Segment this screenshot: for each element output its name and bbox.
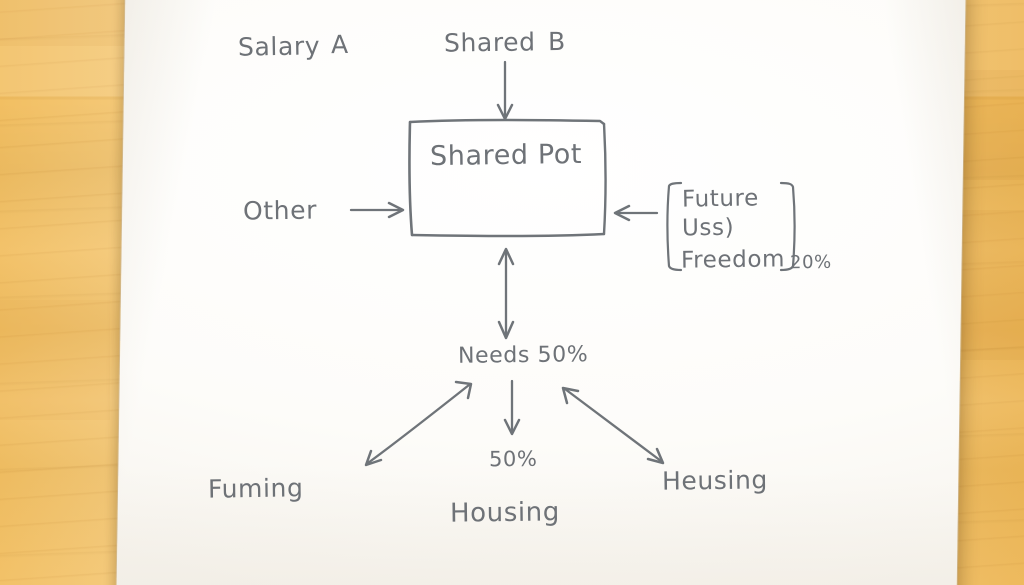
shared-pot-box: [408, 118, 607, 238]
bracket-group-brackets: [666, 181, 796, 272]
arrow-needs-to-fuming: [364, 380, 473, 467]
arrow-needs-to-housing: [503, 379, 521, 436]
wood-plank-seam: [0, 0, 130, 46]
wood-plank-seam: [0, 300, 110, 420]
arrow-pot-to-needs: [497, 247, 515, 340]
arrow-bracket-to-pot: [613, 204, 659, 222]
arrow-other-to-pot: [349, 201, 405, 219]
arrow-needs-to-heusing: [561, 386, 665, 465]
wood-plank-seam: [962, 210, 1024, 360]
arrow-shared-to-pot: [496, 60, 514, 121]
